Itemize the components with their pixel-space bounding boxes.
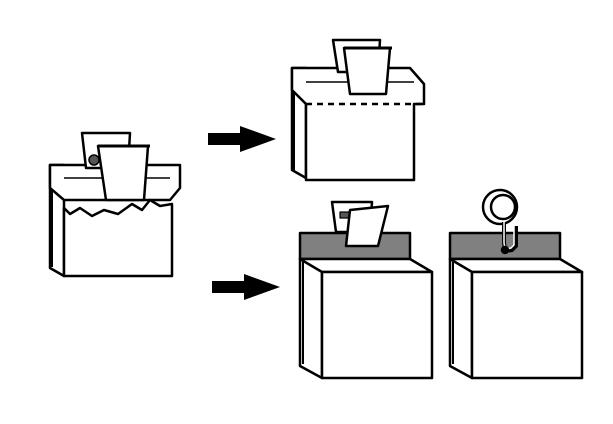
torn-package-item-dot xyxy=(88,154,100,166)
torn-package-body xyxy=(62,198,174,278)
arrow-head xyxy=(244,274,280,300)
arrow-to-perforated xyxy=(208,126,276,152)
perforated-package xyxy=(290,38,426,182)
arrow-shaft xyxy=(212,281,250,293)
hanger-package xyxy=(448,188,584,380)
gray-lid-package-front xyxy=(320,270,434,380)
gray-lid-package xyxy=(298,200,434,380)
perforated-package-top xyxy=(290,66,426,182)
arrow-shaft xyxy=(208,133,246,145)
arrow-to-gray-lid xyxy=(212,274,280,300)
gray-lid-item-front xyxy=(344,204,390,248)
torn-package-item-front xyxy=(96,144,150,202)
hanger-ring-inner xyxy=(489,193,517,221)
hanger-hook-end xyxy=(500,245,510,255)
hanger-package-front xyxy=(470,270,584,380)
arrow-head xyxy=(240,126,276,152)
hanger-package-top xyxy=(448,257,584,274)
torn-package xyxy=(48,131,182,278)
gray-lid-package-top xyxy=(298,257,434,274)
perforated-package-item-front xyxy=(342,46,392,96)
